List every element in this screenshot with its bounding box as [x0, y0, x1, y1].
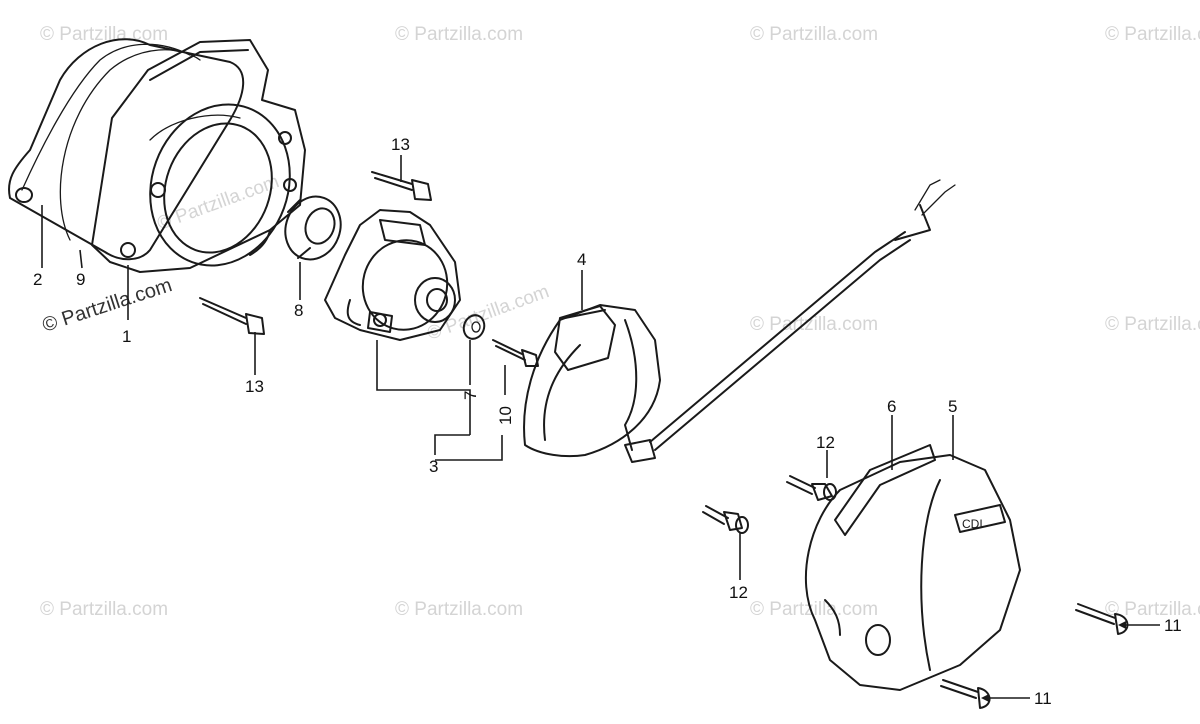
washer: [462, 314, 486, 340]
watermark: © Partzilla.com: [395, 599, 523, 620]
arrow-icon: [981, 694, 989, 702]
callout-label: 8: [294, 301, 303, 320]
screw: [940, 679, 991, 709]
callout-label: 13: [391, 135, 410, 154]
callout-label: 1: [122, 327, 131, 346]
watermark: © Partzilla.com: [1105, 24, 1200, 45]
leader-lines: [41, 155, 1160, 699]
watermark: © Partzilla.com: [750, 599, 878, 620]
arrow-icon: [1118, 621, 1126, 629]
watermark: © Partzilla.com: [40, 274, 175, 337]
callout-label: 3: [429, 457, 438, 476]
callout-label: 10: [496, 406, 515, 425]
callout-label: 9: [76, 270, 85, 289]
watermark: © Partzilla.com: [750, 24, 878, 45]
watermark: © Partzilla.com: [1105, 314, 1200, 335]
callout-label: 2: [33, 270, 42, 289]
watermark: © Partzilla.com: [395, 24, 523, 45]
bolt-with-washer: [786, 475, 837, 501]
cover: CDI: [804, 454, 1021, 691]
cover-gasket: [834, 444, 936, 536]
housing-gasket: [8, 38, 245, 261]
bolt-with-washer: [702, 505, 749, 534]
callout-label: 11: [1164, 616, 1182, 635]
flange-bolt: [199, 297, 265, 335]
callout-label: 6: [887, 397, 896, 416]
cdi-unit: [523, 179, 956, 463]
oil-seal: [284, 195, 342, 261]
callout-label: 12: [729, 583, 748, 602]
callout-label: 11: [1034, 689, 1052, 708]
o-ring: [59, 49, 201, 241]
watermark: © Partzilla.com: [750, 314, 878, 335]
generator-housing: [91, 39, 306, 273]
callout-label: 13: [245, 377, 264, 396]
callout-label: 12: [816, 433, 835, 452]
watermark-layer: © Partzilla.com © Partzilla.com © Partzi…: [40, 24, 1200, 620]
watermark: © Partzilla.com: [40, 599, 168, 620]
cover-marking: CDI: [962, 517, 983, 531]
callout-label: 7: [461, 391, 480, 400]
callout-label: 5: [948, 397, 957, 416]
callout-layer: 2 9 1 8 13 13 3 4 6 5 12 12 11 11 7 10: [33, 135, 1182, 708]
callout-label: 4: [577, 250, 586, 269]
watermark: © Partzilla.com: [1105, 599, 1200, 620]
bolt: [492, 339, 539, 367]
watermark: © Partzilla.com: [155, 171, 282, 235]
flange-bolt: [371, 171, 432, 201]
pulser-assembly: [324, 209, 461, 341]
